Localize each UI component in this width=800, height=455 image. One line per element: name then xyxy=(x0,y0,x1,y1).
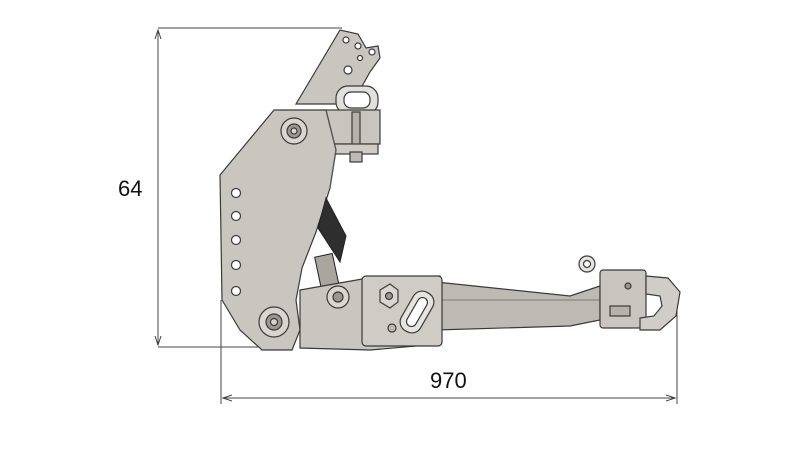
slot-plate xyxy=(361,275,443,347)
lower-arm xyxy=(299,275,601,351)
adjustment-holes xyxy=(230,187,242,297)
main-side-plate xyxy=(219,109,337,351)
hook-assembly xyxy=(578,255,681,331)
height-dimension-label: 64 xyxy=(118,176,143,201)
damper-cylinder xyxy=(314,196,347,292)
width-dimension xyxy=(220,300,678,404)
top-bolt xyxy=(280,117,308,145)
lower-pivot-bolt xyxy=(258,306,290,338)
height-dimension xyxy=(158,27,342,348)
width-dimension-label: 970 xyxy=(430,368,467,393)
